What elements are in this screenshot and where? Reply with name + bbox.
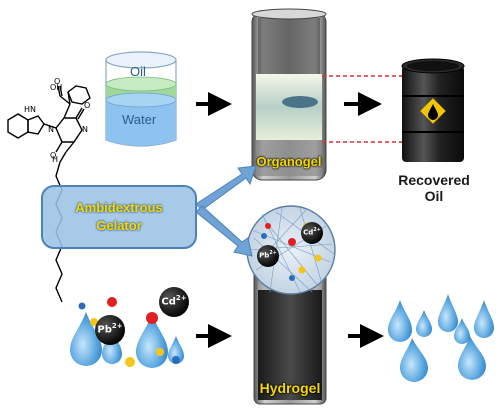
svg-text:O: O [50, 151, 56, 160]
recovered-oil-label-line2: Oil [424, 188, 444, 204]
cd-ion-base: Cd [303, 228, 314, 237]
svg-text:N: N [82, 125, 88, 134]
pb-ion-label-water: Pb2+ [95, 322, 125, 335]
oil-drum [401, 58, 465, 162]
svg-text:OH: OH [50, 83, 62, 92]
gelator-label-line2: Gelator [96, 218, 142, 233]
cd-ion-in-gel [301, 222, 323, 244]
pb-ion-charge: 2+ [269, 250, 277, 256]
molecule-atom-labels: HN OH O O N O N H [24, 77, 90, 164]
black-arrows [196, 92, 384, 348]
pb-ion-base: Pb [259, 251, 270, 260]
oil-water-beaker [105, 51, 177, 147]
pb-ion-in-gel [257, 245, 279, 267]
svg-text:H: H [52, 155, 58, 164]
cd-ion-label-water: Cd2+ [159, 294, 189, 307]
pb-ion-charge: 2+ [111, 322, 123, 330]
gelator-label-line1: Ambidextrous [75, 200, 163, 215]
red-dashed-lines [322, 75, 408, 143]
cd-ion-charge: 2+ [175, 294, 187, 302]
clean-water-drops [388, 294, 494, 382]
contaminated-water-drops [70, 297, 184, 368]
svg-text:HN: HN [24, 105, 36, 114]
cd-ion-charge: 2+ [313, 227, 321, 233]
blue-arrows [195, 165, 257, 257]
pb-ion-base: Pb [97, 324, 112, 336]
cd-ion-base: Cd [161, 296, 176, 308]
water-label: Water [122, 112, 157, 127]
organogel-label: Organogel [256, 154, 322, 169]
svg-text:N: N [48, 125, 54, 134]
hydrogel-label: Hydrogel [259, 380, 321, 396]
recovered-oil-label-line1: Recovered [398, 172, 470, 188]
svg-text:O: O [54, 77, 60, 86]
svg-text:O: O [84, 101, 90, 110]
gelator-box [41, 185, 197, 249]
pb-ion-water [95, 315, 125, 345]
cd-ion-water [159, 287, 189, 317]
cd-ion-label-gel: Cd2+ [301, 227, 323, 236]
pb-ion-label-gel: Pb2+ [257, 250, 279, 259]
oil-label: Oil [130, 64, 146, 79]
organogel-vial [251, 8, 327, 181]
